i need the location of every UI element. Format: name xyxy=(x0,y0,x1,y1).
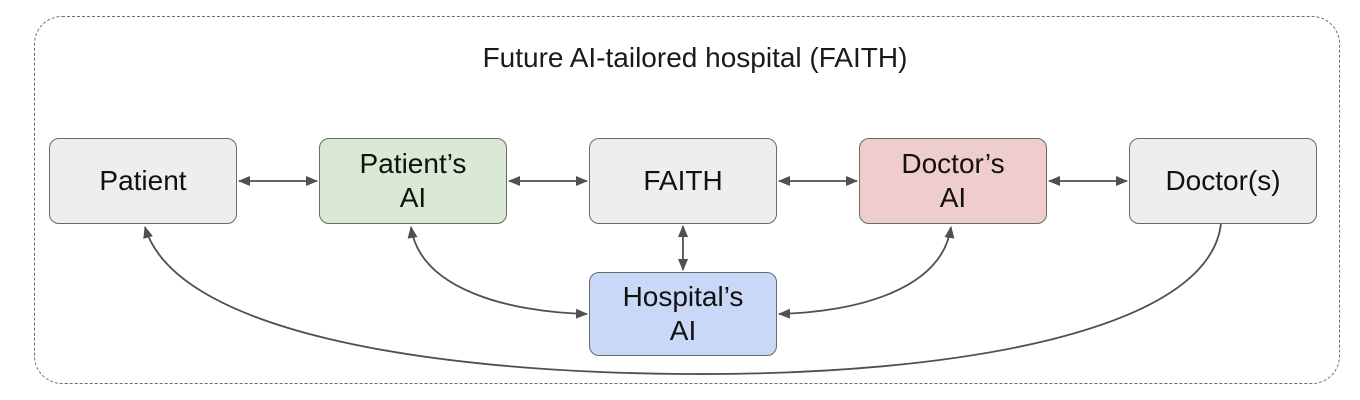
node-patient: Patient xyxy=(49,138,237,224)
diagram-title: Future AI-tailored hospital (FAITH) xyxy=(482,42,908,73)
arrow-patient-doctors xyxy=(143,222,1222,375)
node-doctors: Doctor(s) xyxy=(1129,138,1317,224)
node-faith: FAITH xyxy=(589,138,777,224)
node-patient-ai: Patient’s AI xyxy=(319,138,507,224)
faith-boundary xyxy=(34,16,1340,384)
node-hospital-ai: Hospital’s AI xyxy=(589,272,777,356)
arrow-patient-ai-hospital-ai xyxy=(407,226,588,319)
node-doctor-ai: Doctor’s AI xyxy=(859,138,1047,224)
arrow-doctor-ai-hospital-ai xyxy=(778,226,955,319)
